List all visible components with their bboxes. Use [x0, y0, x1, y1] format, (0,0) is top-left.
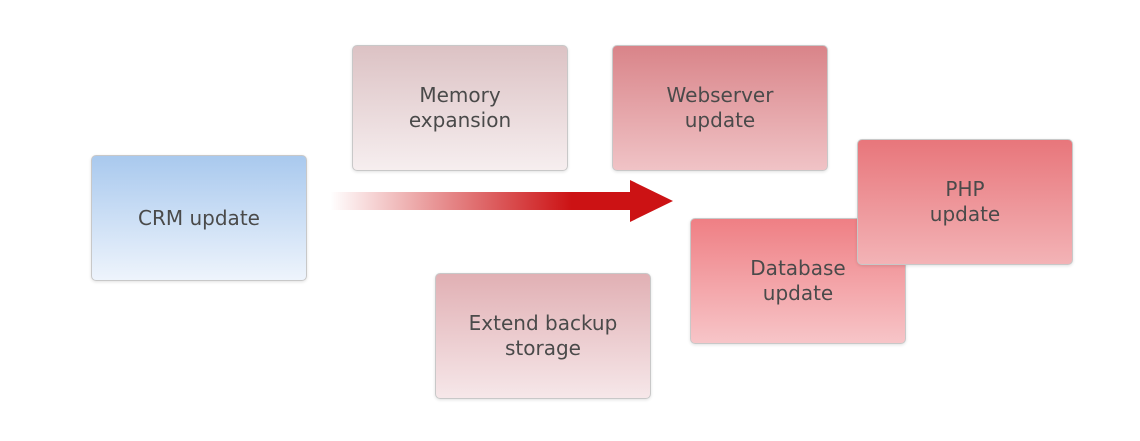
webserver-update-card[interactable]: Webserver update: [612, 45, 828, 171]
extend-backup-storage-card[interactable]: Extend backup storage: [435, 273, 651, 399]
crm-update-label: CRM update: [138, 205, 260, 230]
database-update-label: Database update: [750, 256, 846, 305]
webserver-update-label: Webserver update: [666, 83, 774, 132]
arrow-shaft: [330, 192, 632, 210]
crm-update-card[interactable]: CRM update: [91, 155, 307, 281]
extend-backup-storage-label: Extend backup storage: [468, 311, 618, 360]
php-update-label: PHP update: [929, 177, 1001, 226]
flow-arrow: [330, 180, 673, 222]
memory-expansion-card[interactable]: Memory expansion: [352, 45, 568, 171]
memory-expansion-label: Memory expansion: [408, 83, 512, 132]
arrow-head: [630, 180, 673, 222]
php-update-card[interactable]: PHP update: [857, 139, 1073, 265]
